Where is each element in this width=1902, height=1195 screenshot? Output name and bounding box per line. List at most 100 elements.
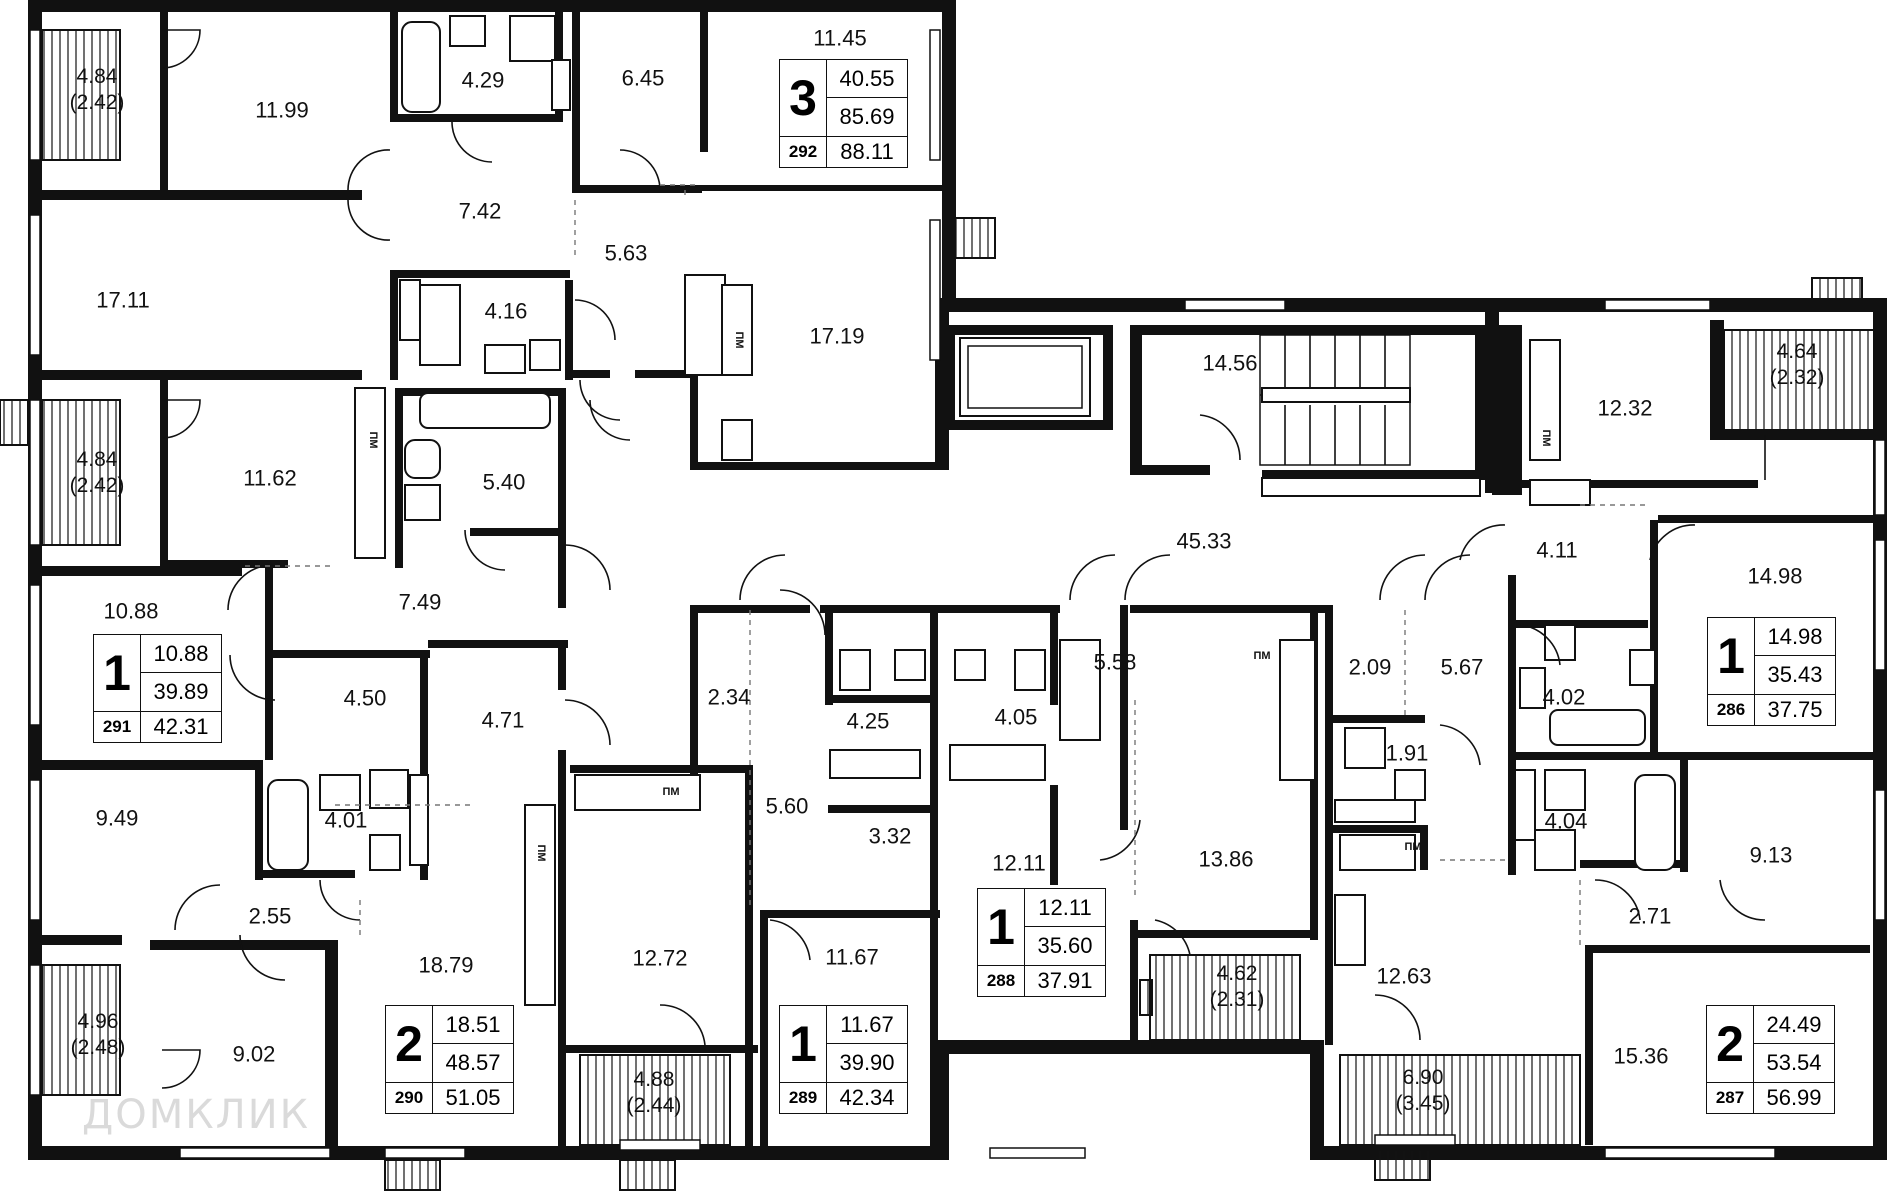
apartment-card: 1 12.11 35.60 288 37.91 <box>977 888 1106 997</box>
apartment-area: 53.54 <box>1754 1043 1834 1081</box>
dishwasher-mark: ПМ <box>662 786 680 799</box>
room-area-label: 5.67 <box>1440 654 1484 680</box>
balcony-area-label: 4.88 (2.44) <box>626 1067 682 1117</box>
room-area-label: 4.04 <box>1544 808 1588 834</box>
room-area-label: 11.99 <box>255 97 309 123</box>
dishwasher-mark: ПМ <box>732 331 745 349</box>
balconies <box>41 29 1875 1146</box>
bath-fixtures <box>267 15 1676 871</box>
apartment-total-area: 37.75 <box>1767 697 1823 722</box>
apartment-area: 85.69 <box>827 97 907 135</box>
room-area-label: 2.71 <box>1628 903 1672 929</box>
room-area-label: 4.11 <box>1536 537 1578 563</box>
room-area-label: 2.34 <box>707 684 751 710</box>
balcony-area-label: 4.84 (2.42) <box>69 64 125 114</box>
apartment-rooms: 1 <box>94 635 141 712</box>
interior-walls <box>42 12 1873 1150</box>
dishwasher-mark: ПМ <box>366 431 379 449</box>
apartment-areas: 14.98 35.43 <box>1755 618 1835 695</box>
apartment-living-area: 18.51 <box>445 1011 501 1037</box>
dishwasher-mark: ПМ <box>1404 841 1422 854</box>
room-area-label: 17.19 <box>809 323 865 349</box>
room-area-label: 2.09 <box>1348 654 1392 680</box>
kitchen-counters <box>354 274 1591 1006</box>
room-area-label: 9.02 <box>232 1041 276 1067</box>
apartment-card: 1 11.67 39.90 289 42.34 <box>779 1005 908 1114</box>
room-area-label: 9.13 <box>1749 842 1793 868</box>
apartment-rooms: 1 <box>1708 618 1755 695</box>
apartment-areas: 12.11 35.60 <box>1025 889 1105 966</box>
apartment-areas: 18.51 48.57 <box>433 1006 513 1083</box>
apartment-number: 288 <box>978 966 1025 996</box>
room-area-label: 5.40 <box>482 469 526 495</box>
apartment-card: 2 18.51 48.57 290 51.05 <box>385 1005 514 1114</box>
apartment-area: 39.90 <box>827 1043 907 1081</box>
room-area-label: 11.67 <box>825 944 879 970</box>
apartment-number: 289 <box>780 1083 827 1113</box>
room-area-label: 13.86 <box>1198 846 1254 872</box>
room-area-label: 3.32 <box>868 823 912 849</box>
balcony-area-label: 4.64 (2.32) <box>1769 339 1825 389</box>
room-area-label: 12.72 <box>632 945 688 971</box>
apartment-card: 1 14.98 35.43 286 37.75 <box>1707 617 1836 726</box>
room-area-label: 12.63 <box>1376 963 1432 989</box>
apartment-areas: 40.55 85.69 <box>827 60 907 137</box>
room-area-label: 7.42 <box>458 198 502 224</box>
room-area-label: 4.16 <box>484 298 528 324</box>
room-area-label: 1.91 <box>1385 740 1429 766</box>
apartment-areas: 10.88 39.89 <box>141 635 221 712</box>
apartment-area: 35.43 <box>1755 655 1835 693</box>
room-area-label: 9.49 <box>95 805 139 831</box>
apartment-card: 1 10.88 39.89 291 42.31 <box>93 634 222 743</box>
apartment-rooms: 2 <box>1707 1006 1754 1083</box>
zone-dividers <box>245 184 1650 945</box>
staircase <box>1259 334 1481 497</box>
apartment-card: 3 40.55 85.69 292 88.11 <box>779 59 908 168</box>
watermark-logo: ДОМКЛИК <box>82 1092 311 1138</box>
room-area-label: 5.58 <box>1093 649 1137 675</box>
room-area-label: 11.45 <box>813 25 867 51</box>
balcony-area-label: 4.84 (2.42) <box>69 447 125 497</box>
room-area-label: 15.36 <box>1613 1043 1669 1069</box>
room-area-label: 2.55 <box>248 903 292 929</box>
elevator-shaft <box>959 337 1091 417</box>
apartment-living-area: 40.55 <box>839 65 895 91</box>
apartment-number: 287 <box>1707 1083 1754 1113</box>
apartment-number: 290 <box>386 1083 433 1113</box>
room-area-label: 5.60 <box>765 793 809 819</box>
apartment-total-area: 88.11 <box>840 139 894 164</box>
apartment-number: 291 <box>94 712 141 742</box>
room-area-label: 4.50 <box>343 685 387 711</box>
apartment-areas: 11.67 39.90 <box>827 1006 907 1083</box>
room-area-label: 4.29 <box>461 67 505 93</box>
ac-units <box>0 217 1863 1191</box>
room-area-label: 17.11 <box>96 287 150 313</box>
apartment-total-area: 42.34 <box>839 1085 895 1110</box>
apartment-total-area: 51.05 <box>445 1085 501 1110</box>
apartment-number: 286 <box>1708 695 1755 725</box>
balcony-area-label: 4.96 (2.48) <box>70 1009 126 1059</box>
room-area-label: 12.11 <box>992 850 1046 876</box>
apartment-rooms: 1 <box>780 1006 827 1083</box>
doors <box>161 29 1766 1089</box>
dishwasher-mark: ПМ <box>1253 650 1271 663</box>
room-area-label: 12.32 <box>1597 395 1653 421</box>
apartment-rooms: 2 <box>386 1006 433 1083</box>
dishwasher-mark: ПМ <box>534 844 547 862</box>
room-area-label: 6.45 <box>621 65 665 91</box>
room-area-label: 14.56 <box>1202 350 1258 376</box>
apartment-living-area: 11.67 <box>840 1011 894 1037</box>
apartment-rooms: 1 <box>978 889 1025 966</box>
apartment-area: 48.57 <box>433 1043 513 1081</box>
apartment-area: 35.60 <box>1025 926 1105 964</box>
room-area-label: 4.05 <box>994 704 1038 730</box>
apartment-living-area: 14.98 <box>1767 623 1823 649</box>
room-area-label: 4.71 <box>481 707 525 733</box>
room-area-label: 11.62 <box>243 465 297 491</box>
apartment-living-area: 10.88 <box>153 640 209 666</box>
apartment-rooms: 3 <box>780 60 827 137</box>
exterior-walls <box>28 0 1887 1160</box>
apartment-total-area: 56.99 <box>1766 1085 1822 1110</box>
room-area-label: 18.79 <box>418 952 474 978</box>
